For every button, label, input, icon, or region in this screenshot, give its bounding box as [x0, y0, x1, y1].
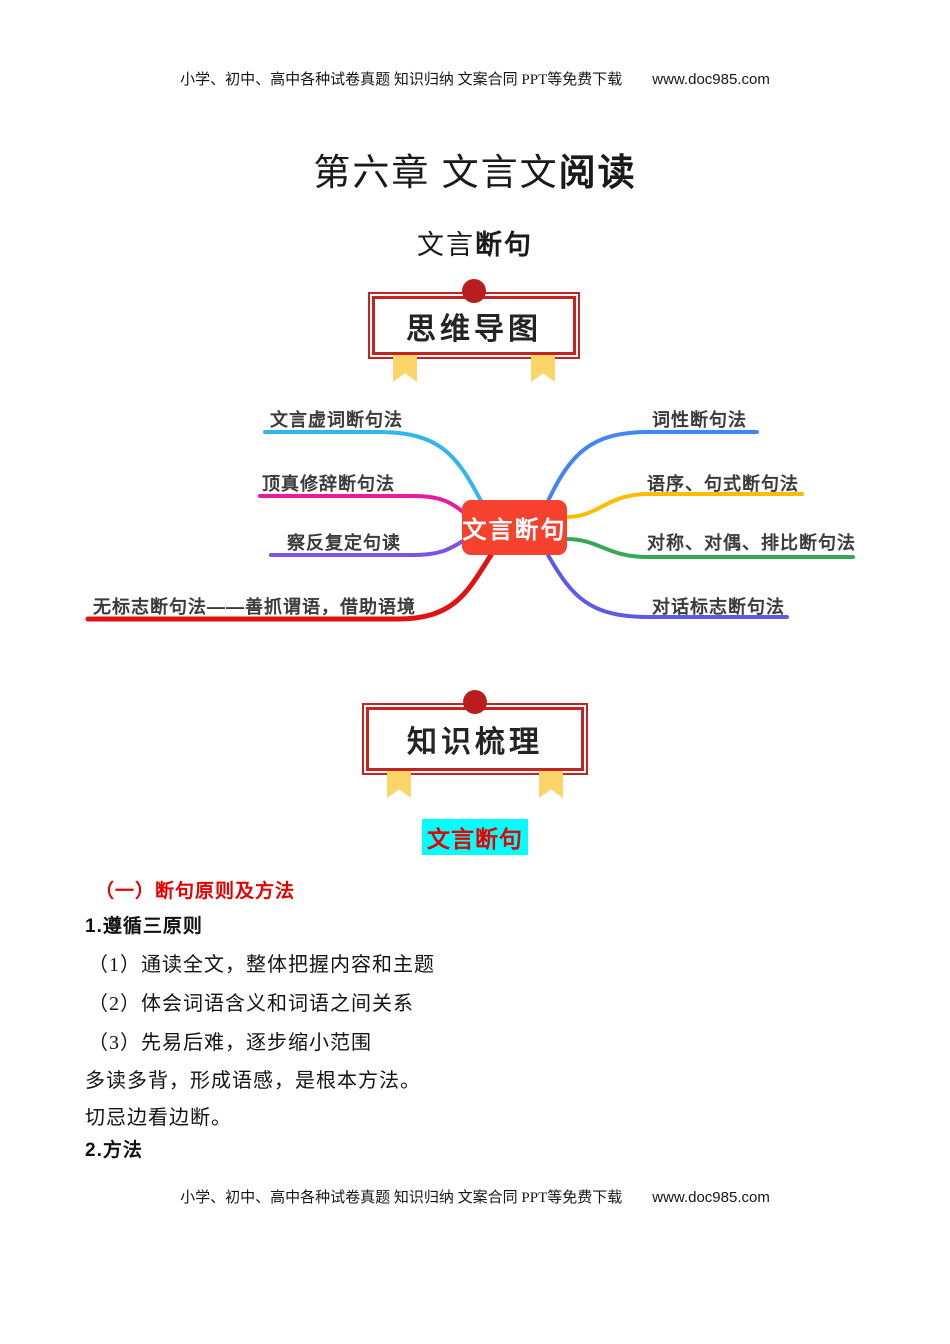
highlight-keyword-row: 文言断句: [0, 819, 950, 855]
branch-line-right-0: [546, 430, 759, 503]
branch-line-left-2: [269, 539, 465, 557]
branch-line-left-0: [263, 430, 483, 503]
principle-note-2: 切忌边看边断。: [85, 1107, 232, 1129]
mindmap-node-label: 语序、句式断句法: [647, 474, 799, 494]
knowledge-stamp-badge: 知识梳理: [362, 690, 588, 798]
page-header: 小学、初中、高中各种试卷真题 知识归纳 文案合同 PPT等免费下载 www.doc…: [0, 68, 950, 89]
ribbon-bookmark-icon: [539, 771, 563, 798]
mindmap-center-node: 文言断句: [462, 500, 567, 555]
subsection-heading-2: 2.方法: [85, 1140, 143, 1161]
mindmap-node-label: 察反复定句读: [287, 533, 401, 553]
mindmap-node-label: 文言虚词断句法: [270, 410, 403, 430]
mindmap-node-label: 无标志断句法——善抓谓语，借助语境: [93, 597, 416, 617]
stamp-red-dot-icon: [463, 690, 487, 714]
mindmap-diagram: 文言虚词断句法 顶真修辞断句法 察反复定句读 无标志断句法——善抓谓语，借助语境…: [0, 395, 950, 640]
branch-line-right-1: [564, 492, 804, 519]
mindmap-node-label: 词性断句法: [652, 410, 747, 430]
branch-line-right-3: [546, 553, 789, 619]
ribbon-bookmark-icon: [393, 355, 417, 382]
mindmap-node-label: 对话标志断句法: [652, 597, 785, 617]
mindmap-branches: [85, 430, 855, 622]
page-footer: 小学、初中、高中各种试卷真题 知识归纳 文案合同 PPT等免费下载 www.doc…: [0, 1186, 950, 1207]
chapter-title: 第六章 文言文阅读: [0, 142, 950, 196]
header-url: www.doc985.com: [652, 71, 770, 88]
principle-item-3: （3）先易后难，逐步缩小范围: [88, 1032, 372, 1054]
chapter-title-part1: 第六章 文言文: [313, 153, 559, 194]
knowledge-stamp-label: 知识梳理: [407, 726, 543, 759]
mindmap-node-label: 顶真修辞断句法: [262, 474, 395, 494]
subsection-heading-1: 1.遵循三原则: [85, 916, 203, 937]
mindmap-stamp-badge: 思维导图: [368, 279, 580, 382]
section-heading: （一）断句原则及方法: [95, 881, 296, 902]
chapter-title-part2: 阅读: [558, 152, 637, 193]
branch-line-left-3: [85, 552, 494, 622]
section-subtitle: 文言断句: [0, 223, 950, 262]
ribbon-bookmark-icon: [531, 355, 555, 382]
principle-item-1: （1）通读全文，整体把握内容和主题: [88, 954, 435, 976]
principle-item-2: （2）体会词语含义和词语之间关系: [88, 993, 414, 1015]
highlight-keyword: 文言断句: [422, 819, 528, 855]
header-text: 小学、初中、高中各种试卷真题 知识归纳 文案合同 PPT等免费下载: [180, 72, 623, 88]
ribbon-bookmark-icon: [387, 771, 411, 798]
mindmap-stamp-label: 思维导图: [406, 312, 542, 346]
section-subtitle-part2: 断句: [475, 230, 533, 260]
mindmap-node-label: 对称、对偶、排比断句法: [647, 533, 856, 553]
branch-line-right-2: [564, 537, 855, 559]
stamp-red-dot-icon: [462, 279, 486, 303]
branch-line-left-1: [258, 494, 465, 514]
principle-note-1: 多读多背，形成语感，是根本方法。: [85, 1070, 421, 1092]
section-subtitle-part1: 文言: [417, 230, 475, 260]
footer-url: www.doc985.com: [652, 1189, 770, 1206]
footer-text: 小学、初中、高中各种试卷真题 知识归纳 文案合同 PPT等免费下载: [180, 1190, 623, 1206]
